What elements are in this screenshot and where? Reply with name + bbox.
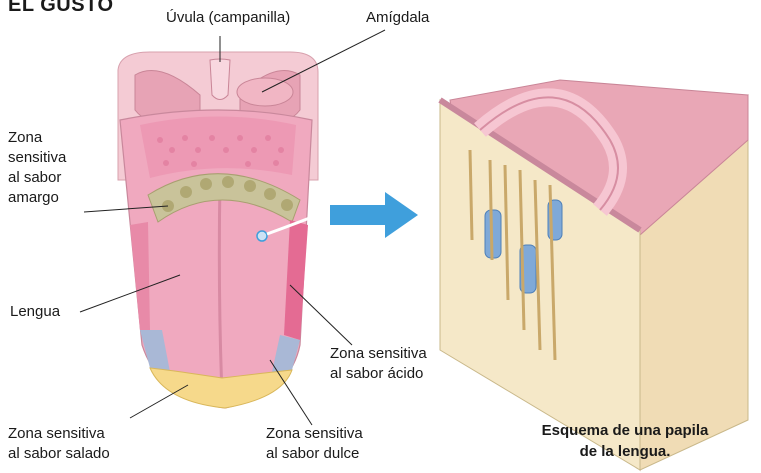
- tonsil-shape: [237, 78, 293, 106]
- sour-zone-left: [130, 222, 150, 330]
- uvula-shape: [210, 59, 230, 100]
- label-salado: Zona sensitiva al sabor salado: [8, 424, 110, 464]
- papilla-caption: Esquema de una papila de la lengua.: [505, 420, 745, 462]
- label-uvula: Úvula (campanilla): [166, 8, 290, 28]
- label-lengua: Lengua: [10, 302, 60, 322]
- magnification-arrow: [330, 192, 418, 238]
- papilla-block: [440, 80, 748, 470]
- label-amargo: Zona sensitiva al sabor amargo: [8, 128, 66, 208]
- label-acido: Zona sensitiva al sabor ácido: [330, 344, 427, 384]
- label-amigdala: Amígdala: [366, 8, 429, 28]
- label-dulce: Zona sensitiva al sabor dulce: [266, 424, 363, 464]
- papilla-marker: [257, 231, 267, 241]
